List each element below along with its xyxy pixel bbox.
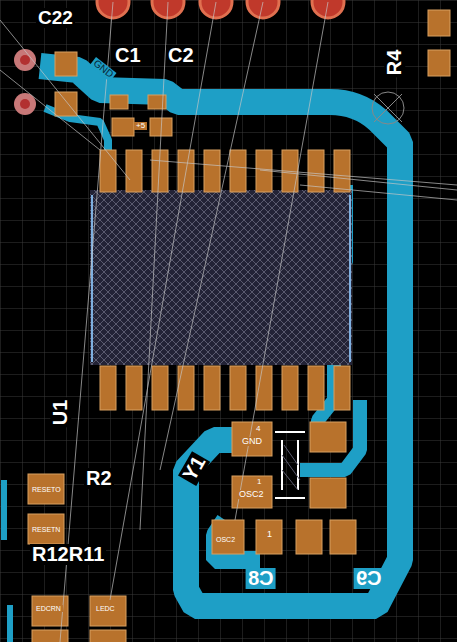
pad-name: RESETN — [30, 526, 62, 533]
pad-name: +5 — [134, 122, 147, 130]
ic-pad — [126, 150, 142, 192]
ic-pad — [152, 366, 168, 410]
part-name: U1 — [50, 398, 71, 428]
ic-pad — [334, 150, 350, 192]
pad-name: RESETO — [30, 486, 63, 493]
ic-pad — [282, 366, 298, 410]
ic-pad — [230, 150, 246, 192]
ic-pad — [100, 366, 116, 410]
ic-pad — [178, 366, 194, 410]
part-name: C2 — [166, 45, 196, 66]
part-name: C8 — [246, 568, 276, 589]
part-name: C22 — [36, 8, 75, 28]
part-name: C9 — [354, 568, 384, 589]
part-name: C1 — [113, 45, 143, 66]
ic-pad — [126, 366, 142, 410]
ic-pad — [308, 366, 324, 410]
part-name: R4 — [384, 48, 405, 78]
part-name: R2 — [84, 468, 114, 489]
ic-pad — [230, 366, 246, 410]
pad-name: OSC2 — [214, 536, 237, 543]
pad-name: OSC2 — [237, 490, 266, 499]
pin-number: 4 — [254, 425, 262, 433]
pin-number: 1 — [265, 530, 274, 539]
pin-number: 1 — [255, 478, 263, 486]
ic-pad — [100, 150, 116, 192]
pad-name: EDCRN — [34, 605, 63, 612]
ic-pad — [334, 366, 350, 410]
pad-name: LEDC — [94, 605, 117, 612]
ic-pad — [204, 366, 220, 410]
pad-name: GND — [240, 437, 264, 446]
ic-pad — [204, 150, 220, 192]
part-name: R12R11 — [30, 544, 106, 565]
